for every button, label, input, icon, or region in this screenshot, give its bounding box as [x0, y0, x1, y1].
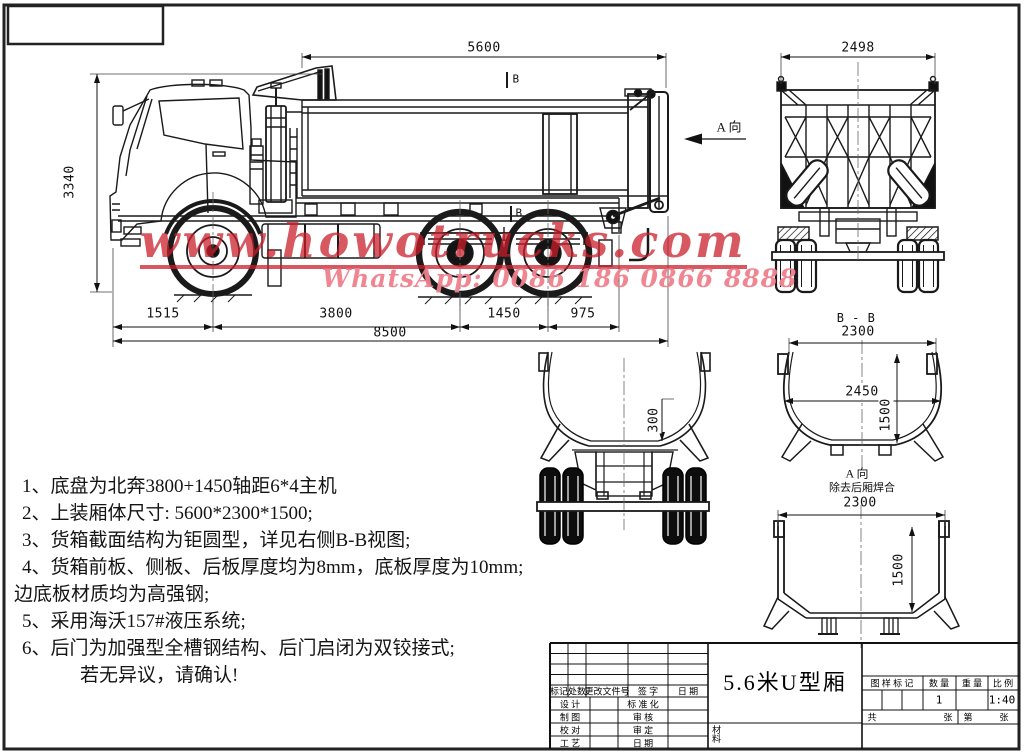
dim-overall-height: 3340 — [62, 164, 78, 200]
tb-quantity-value: 1 — [935, 693, 943, 707]
mid-axle-view — [536, 351, 711, 545]
dim-box-length: 5600 — [467, 40, 501, 56]
dim-bb-inner-width: 2450 — [843, 384, 881, 400]
tb-row-process: 工 艺 — [559, 738, 581, 748]
tb-row-approve: 审 定 — [632, 725, 654, 735]
tb-rev-header-date: 日 期 — [677, 686, 699, 697]
dim-rear-overhang: 975 — [570, 306, 596, 322]
mirror — [112, 105, 124, 126]
front-canopy — [251, 65, 337, 101]
dim-tandem-spacing: 1450 — [487, 306, 521, 322]
tb-rev-header-mark: 标记 — [549, 686, 569, 697]
tb-header-quantity: 数 量 — [928, 678, 950, 689]
dim-va-height: 1500 — [891, 552, 907, 588]
dim-floor-offset: 300 — [646, 406, 662, 434]
tb-scale-value: 1:40 — [988, 693, 1016, 707]
tb-sheet-total-label: 共 — [867, 712, 877, 723]
cargo-box — [251, 65, 669, 213]
section-b-ticks — [506, 72, 512, 222]
section-b-mark-bottom: B — [515, 206, 523, 220]
bb-view-a-label: A 向 — [845, 466, 869, 481]
section-bb-title: B - B — [836, 311, 876, 325]
tb-row-standardization: 标 准 化 — [627, 699, 659, 709]
tb-material-label: 材料 — [711, 725, 721, 743]
sheet-frame — [2, 3, 1021, 751]
note-line-3: 3、货箱截面结构为钜圆型，详见右侧B-B视图; — [22, 530, 411, 551]
rear-view-wheels — [774, 238, 940, 294]
section-b-mark-top: B — [512, 72, 520, 86]
title-block-grid — [549, 642, 1019, 749]
view-a-direction-label: A 向 — [716, 119, 742, 135]
tb-rev-header-sign: 签 字 — [637, 686, 659, 697]
dim-rear-width: 2498 — [841, 40, 875, 56]
tb-sheet-total-unit: 张 — [943, 712, 953, 723]
rear-view-truck — [771, 75, 945, 294]
tailgate — [649, 91, 669, 213]
tb-rev-header-count: 处数 — [567, 686, 587, 697]
dim-front-overhang: 1515 — [146, 306, 180, 322]
tb-sheet-no-unit: 张 — [999, 712, 1009, 723]
bb-view-a-sublabel: 除去后厢焊合 — [829, 482, 895, 494]
dim-bb-height: 1500 — [878, 397, 894, 433]
note-line-1: 1、底盘为北奔3800+1450轴距6*4主机 — [22, 476, 337, 497]
tb-header-scale: 比 例 — [992, 678, 1014, 689]
note-line-6: 5、采用海沃157#液压系统; — [22, 611, 246, 632]
view-a-drawing — [762, 520, 961, 635]
tb-row-check: 校 对 — [559, 725, 581, 735]
dimension-lines — [94, 54, 945, 612]
tb-row-design: 设 计 — [559, 699, 581, 709]
tb-sheet-no-label: 第 — [963, 712, 973, 723]
tb-row-drafting: 制 图 — [559, 712, 581, 722]
top-left-box — [6, 4, 165, 46]
tb-header-weight: 重 量 — [961, 678, 983, 689]
watermark-site: www.howotrucks.com — [140, 214, 747, 269]
tb-header-drawing-mark: 图 样 标 记 — [870, 678, 914, 689]
centerlines-side — [212, 192, 549, 310]
tb-row-review: 审 核 — [632, 712, 654, 722]
note-line-8: 若无异议，请确认! — [80, 665, 239, 686]
note-line-5: 边底板材质均为高强钢; — [14, 584, 210, 605]
dim-overall-length: 8500 — [373, 325, 407, 341]
watermark-whatsapp: WhatsApp: 0086 186 0866 8888 — [322, 264, 798, 293]
mid-axle-bar — [536, 501, 710, 512]
tb-drawing-title: 5.6米U型厢 — [723, 670, 847, 695]
section-bb-drawing — [777, 351, 945, 462]
tb-rev-header-doc: 更改文件号 — [584, 686, 630, 697]
note-line-2: 2、上装厢体尺寸: 5600*2300*1500; — [22, 503, 313, 524]
dim-bb-top-width: 2300 — [841, 324, 875, 340]
view-a-arrow — [684, 133, 746, 145]
note-line-7: 6、后门为加强型全槽钢结构、后门启闭为双铰接式; — [22, 638, 455, 659]
extension-lines — [90, 53, 946, 526]
fuel-tank — [261, 223, 381, 259]
dim-wheelbase: 3800 — [319, 306, 353, 322]
tb-row-date: 日 期 — [632, 738, 654, 748]
dim-va-top-width: 2300 — [843, 495, 877, 511]
note-line-4: 4、货箱前板、侧板、后板厚度均为8mm，底板厚度为10mm; — [22, 557, 524, 578]
